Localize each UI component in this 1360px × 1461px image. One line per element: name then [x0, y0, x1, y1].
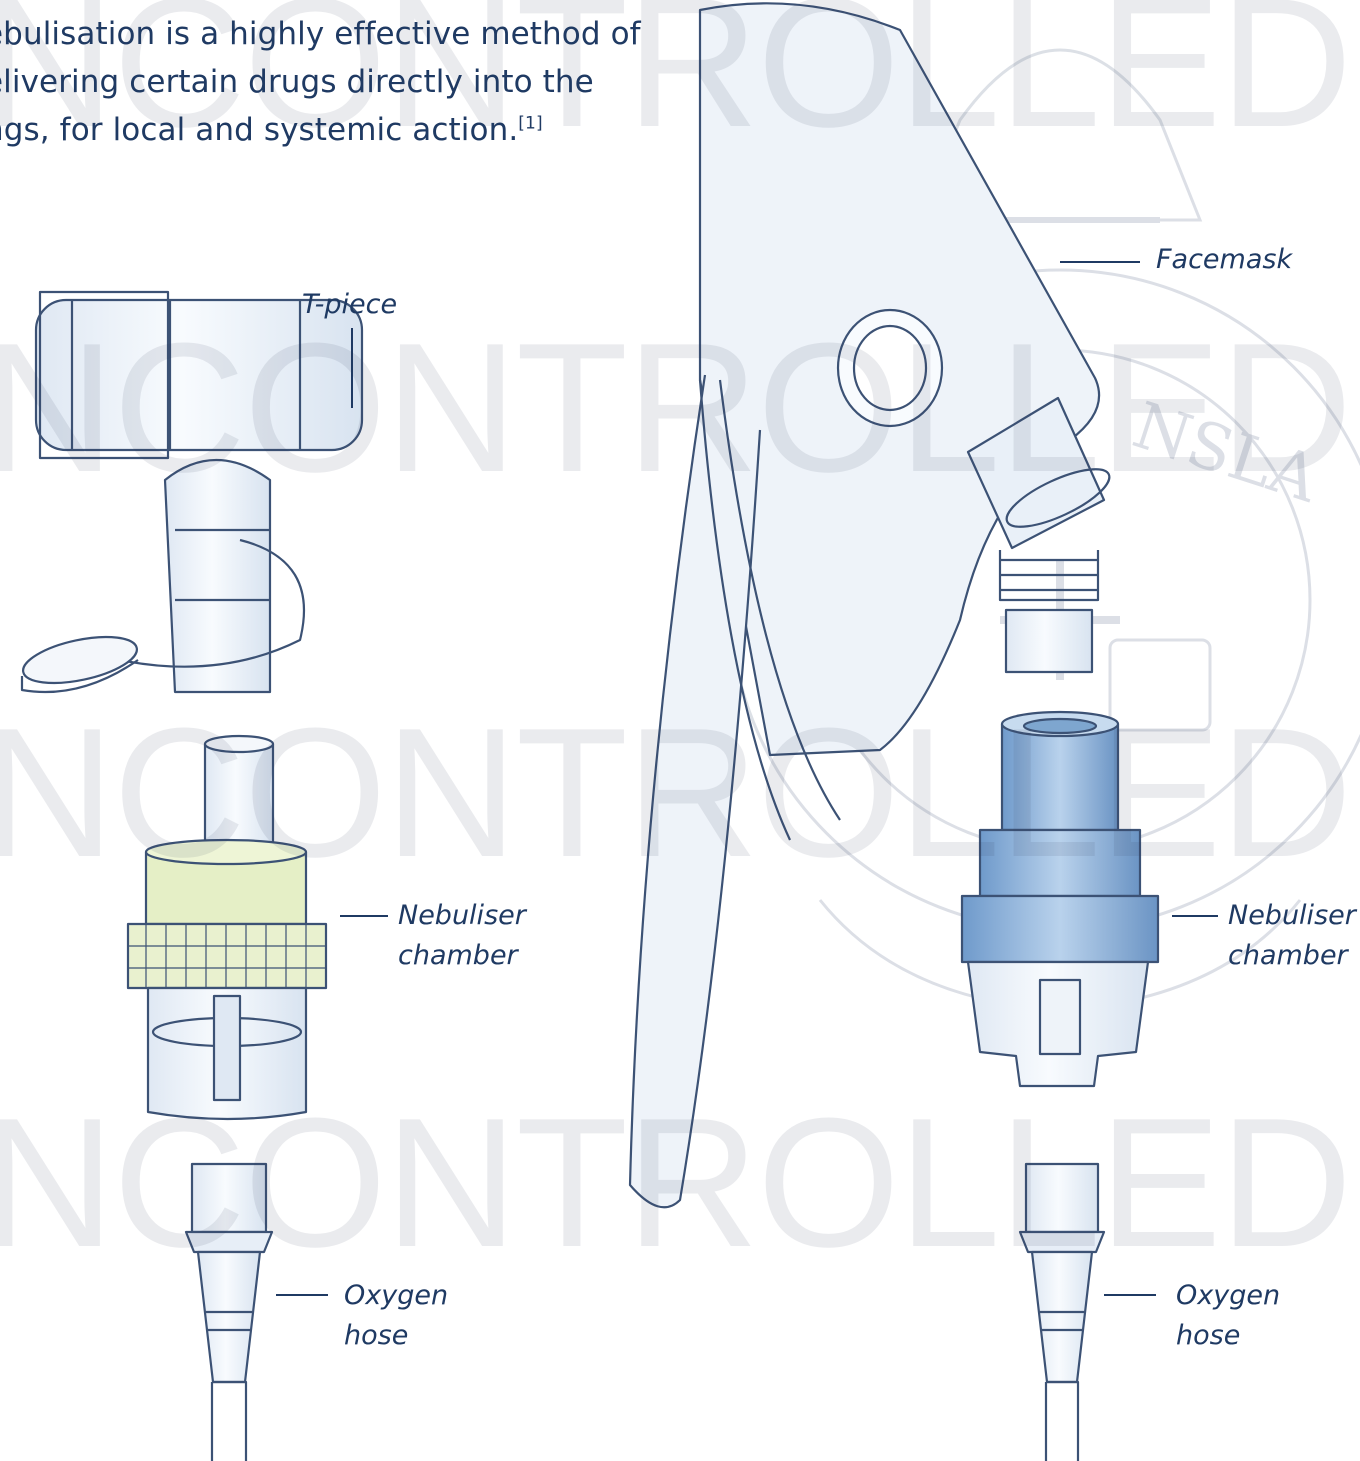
nebuliser-chamber-label-left: Nebuliser chamber [398, 896, 526, 976]
neb-left-line-1: Nebuliser [398, 900, 526, 931]
intro-line-1: ebulisation is a highly effective method… [0, 16, 641, 52]
tpiece-label: T-piece [302, 285, 397, 325]
oxygen-hose-label-right: Oxygen hose [1176, 1276, 1280, 1356]
intro-paragraph: ebulisation is a highly effective method… [0, 10, 744, 154]
intro-line-2: elivering certain drugs directly into th… [0, 64, 594, 100]
oxy-left-line-1: Oxygen [344, 1280, 448, 1311]
nebuliser-chamber-label-right: Nebuliser chamber [1228, 896, 1356, 976]
t-piece [19, 292, 362, 692]
emblem-text: NSLA [1124, 389, 1327, 518]
oxygen-hose-label-left: Oxygen hose [344, 1276, 448, 1356]
oxy-left-line-2: hose [344, 1320, 408, 1351]
oxygen-hose-left [186, 1164, 272, 1461]
oxy-right-line-2: hose [1176, 1320, 1240, 1351]
oxygen-hose-right [1020, 1164, 1104, 1461]
facemask-label: Facemask [1156, 240, 1292, 280]
oxy-right-line-1: Oxygen [1176, 1280, 1280, 1311]
reference-marker: [1] [518, 114, 542, 134]
nebuliser-chamber-right [962, 712, 1158, 1086]
intro-line-3: ngs, for local and systemic action. [0, 112, 518, 148]
neb-right-line-1: Nebuliser [1228, 900, 1356, 931]
nebuliser-chamber-left [128, 736, 326, 1119]
neb-left-line-2: chamber [398, 940, 518, 971]
neb-right-line-2: chamber [1228, 940, 1348, 971]
